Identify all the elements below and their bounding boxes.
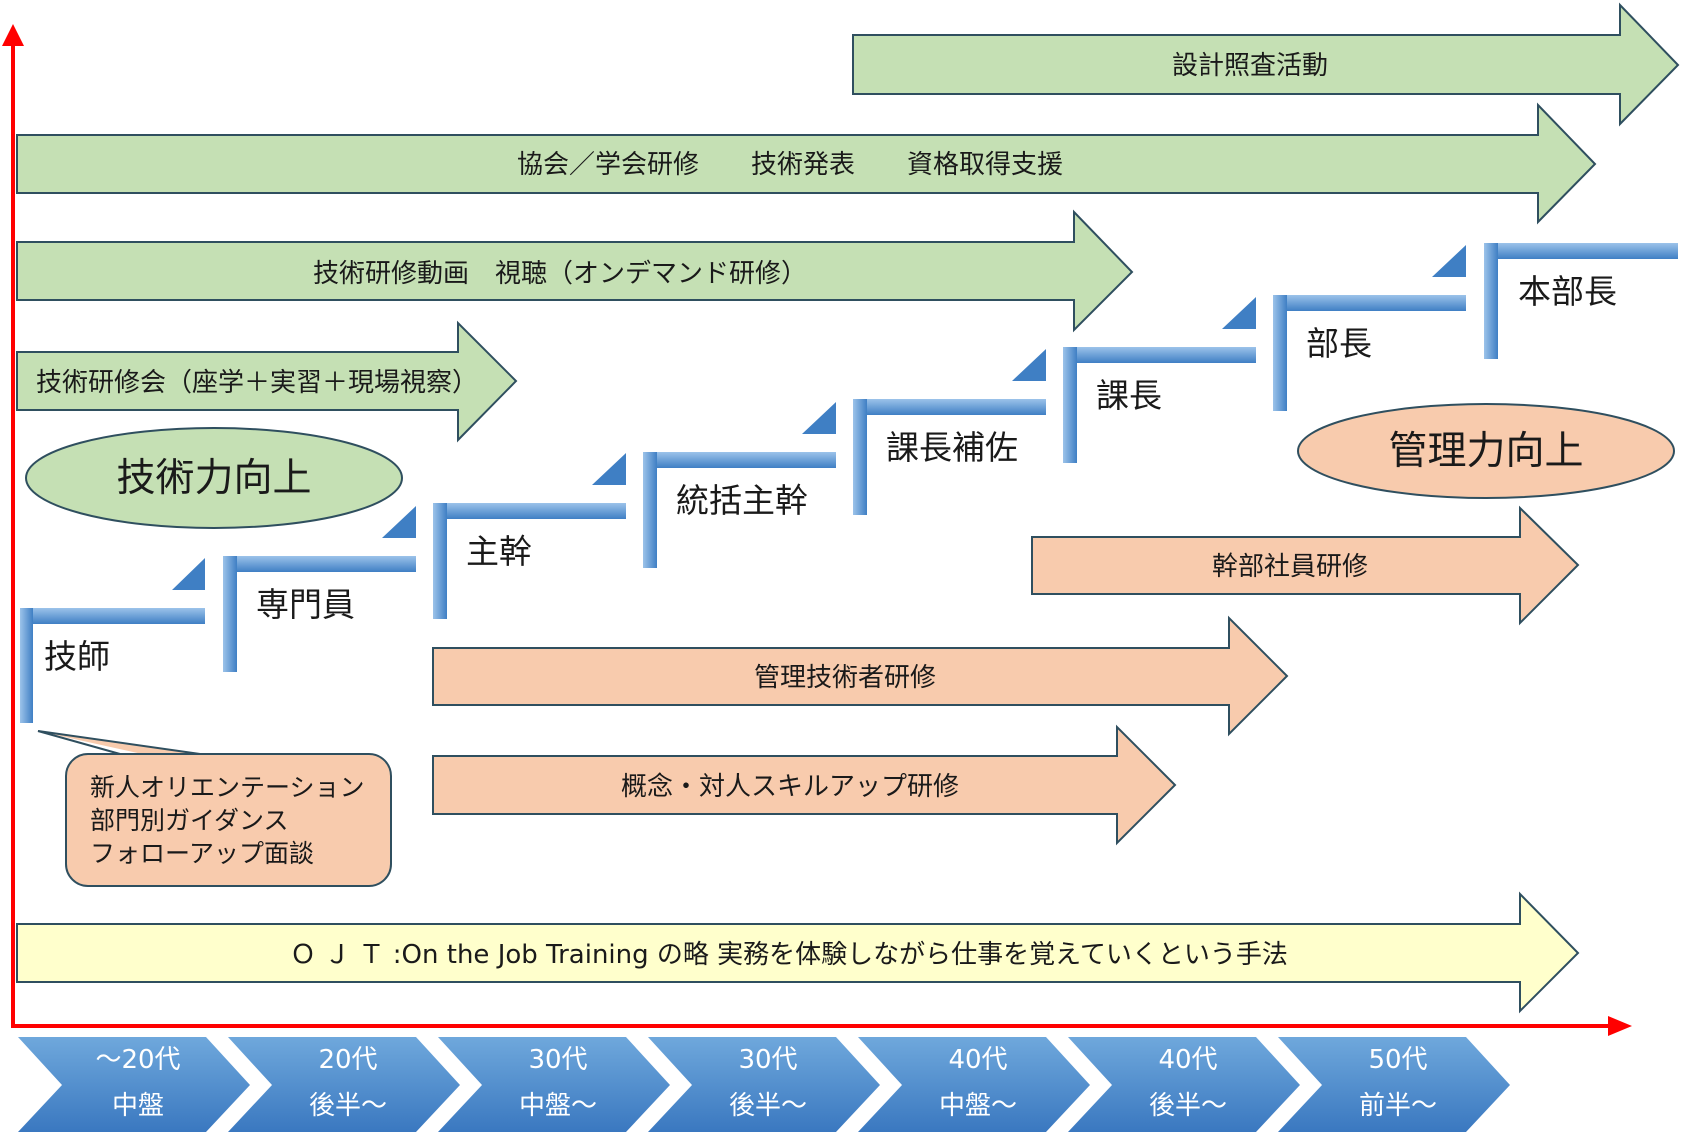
green-arrow-association-training: 協会／学会研修 技術発表 資格取得支援	[16, 102, 1597, 225]
age-chevron: 30代 中盤～	[438, 1037, 670, 1132]
orange-arrow-executive-training: 幹部社員研修	[1031, 505, 1580, 626]
y-axis-arrowhead	[2, 24, 24, 46]
orange-arrow-label: 管理技術者研修	[754, 663, 936, 693]
age-chevrons: ～20代 中盤 20代 後半～ 30代 中盤～ 30代 後半～ 40代 中盤～ …	[18, 1037, 1510, 1132]
age-line2: 前半～	[1359, 1091, 1437, 1121]
green-arrow-video-training: 技術研修動画 視聴（オンデマンド研修）	[16, 209, 1134, 333]
x-axis-arrowhead	[1608, 1016, 1632, 1036]
green-arrow-technical-seminar: 技術研修会（座学＋実習＋現場視察）	[16, 320, 518, 443]
age-line1: 30代	[528, 1045, 587, 1075]
step-section-manager: 課長	[1063, 297, 1256, 463]
orange-arrow-interpersonal-training: 概念・対人スキルアップ研修	[432, 724, 1177, 846]
age-chevron: 40代 後半～	[1068, 1037, 1300, 1132]
age-line1: 40代	[948, 1045, 1007, 1075]
age-chevron: 30代 後半～	[648, 1037, 880, 1132]
step-label: 専門員	[256, 585, 355, 624]
step-label: 課長	[1096, 376, 1162, 415]
step-label: 本部長	[1518, 272, 1617, 311]
age-chevron: 50代 前半～	[1278, 1037, 1510, 1132]
age-chevron: ～20代 中盤	[18, 1037, 250, 1132]
callout-line: フォローアップ面談	[90, 839, 314, 868]
step-general-chief: 統括主幹	[643, 402, 836, 568]
oval-management-skill: 管理力向上	[1297, 403, 1675, 499]
age-chevron: 20代 後半～	[228, 1037, 460, 1132]
step-label: 主幹	[466, 532, 532, 571]
age-line2: 中盤～	[939, 1091, 1017, 1121]
step-department-manager: 部長	[1273, 245, 1466, 411]
age-line1: 40代	[1158, 1045, 1217, 1075]
ojt-arrow-label: Ｏ Ｊ Ｔ :On the Job Training の略 実務を体験しながら仕…	[290, 940, 1288, 970]
green-arrow-label: 技術研修会（座学＋実習＋現場視察）	[36, 368, 478, 398]
axes	[2, 24, 1632, 1036]
step-deputy-manager: 課長補佐	[853, 349, 1046, 515]
ojt-arrow: Ｏ Ｊ Ｔ :On the Job Training の略 実務を体験しながら仕…	[16, 891, 1580, 1014]
ojt-arrow-shape	[16, 891, 1580, 1014]
green-arrow-label: 協会／学会研修 技術発表 資格取得支援	[517, 150, 1063, 180]
orange-arrow-label: 概念・対人スキルアップ研修	[621, 772, 959, 802]
oval-technical-skill: 技術力向上	[25, 427, 403, 529]
callout-line: 部門別ガイダンス	[90, 806, 289, 835]
oval-label: 技術力向上	[116, 456, 311, 501]
step-label: 課長補佐	[886, 428, 1018, 467]
age-line2: 中盤	[112, 1091, 164, 1121]
orange-arrow-shape	[432, 615, 1289, 737]
step-engineer: 技師	[20, 558, 205, 723]
green-arrow-label: 設計照査活動	[1172, 51, 1328, 81]
step-chief: 主幹	[433, 453, 626, 619]
age-line2: 後半～	[1149, 1091, 1227, 1121]
green-arrow-shape	[16, 209, 1134, 333]
age-chevron: 40代 中盤～	[858, 1037, 1090, 1132]
age-line2: 後半～	[309, 1091, 387, 1121]
step-division-manager: 本部長	[1484, 243, 1678, 359]
callout-line: 新人オリエンテーション	[90, 773, 365, 802]
age-line1: 30代	[738, 1045, 797, 1075]
callout-new-hire: 新人オリエンテーション 部門別ガイダンス フォローアップ面談	[37, 730, 392, 887]
step-specialist: 専門員	[223, 506, 416, 672]
age-line1: 50代	[1368, 1045, 1427, 1075]
age-line1: ～20代	[95, 1045, 180, 1075]
green-arrow-design-review: 設計照査活動	[852, 2, 1680, 127]
green-arrow-label: 技術研修動画 視聴（オンデマンド研修）	[313, 259, 807, 289]
green-arrow-shape	[16, 320, 518, 443]
orange-arrow-label: 幹部社員研修	[1212, 552, 1368, 582]
step-label: 統括主幹	[676, 481, 808, 520]
age-line2: 中盤～	[519, 1091, 597, 1121]
orange-arrow-shape	[1031, 505, 1580, 626]
age-line1: 20代	[318, 1045, 377, 1075]
green-arrow-shape	[852, 2, 1680, 127]
orange-arrow-manager-training: 管理技術者研修	[432, 615, 1289, 737]
oval-label: 管理力向上	[1388, 429, 1583, 474]
age-line2: 後半～	[729, 1091, 807, 1121]
step-label: 部長	[1306, 324, 1372, 363]
step-label: 技師	[44, 637, 110, 676]
orange-arrow-shape	[432, 724, 1177, 846]
career-steps: 技師 専門員 主幹 統括主幹 課長補佐	[20, 243, 1678, 723]
green-arrow-shape	[16, 102, 1597, 225]
